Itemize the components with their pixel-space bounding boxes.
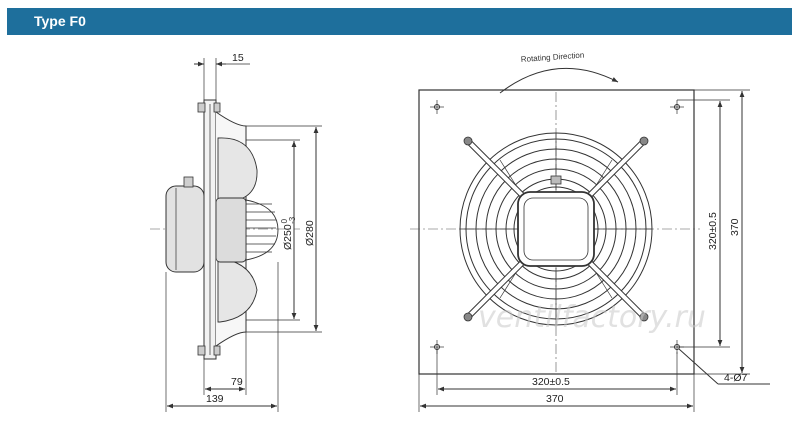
rotor-fins (246, 203, 276, 253)
fan-blade (217, 137, 258, 201)
dim-370-horizontal: 370 (546, 393, 564, 405)
hole-leader-line (678, 348, 719, 385)
guard-grill (459, 132, 653, 326)
motor-hub (517, 191, 595, 267)
front-view: Rotating Direction 320±0.5 370 320±0.5 3… (410, 51, 770, 412)
side-view: 15 Ø2500-3 Ø280 79 139 (150, 52, 322, 412)
dim-diameter-250: Ø2500-3 (280, 216, 297, 250)
screw-icon (639, 136, 649, 146)
dim-320-horizontal: 320±0.5 (532, 376, 570, 388)
watermark: ventilfactory.ru (478, 300, 706, 335)
dim-15: 15 (232, 52, 244, 64)
section-header: Type F0 (7, 8, 792, 35)
cable-gland (550, 175, 562, 185)
dim-139: 139 (206, 393, 224, 405)
dim-370-vertical: 370 (729, 218, 741, 236)
screw-icon (639, 312, 649, 322)
rotation-label: Rotating Direction (521, 51, 585, 64)
screw-icon (463, 136, 473, 146)
rotor-hub (215, 197, 247, 263)
rotation-arrow-icon (499, 67, 619, 94)
cable-gland (183, 176, 194, 188)
support-arms (463, 136, 649, 322)
dim-diameter-280: Ø280 (304, 220, 316, 246)
fan-blade (217, 257, 258, 323)
section-title: Type F0 (34, 13, 86, 29)
screw-icon (463, 312, 473, 322)
dim-320-vertical: 320±0.5 (707, 212, 719, 250)
dim-79: 79 (231, 376, 243, 388)
bolt-icon (197, 345, 206, 356)
motor-body (165, 185, 205, 273)
dim-holes: 4-Ø7 (724, 372, 748, 384)
bolt-icon (197, 102, 206, 113)
